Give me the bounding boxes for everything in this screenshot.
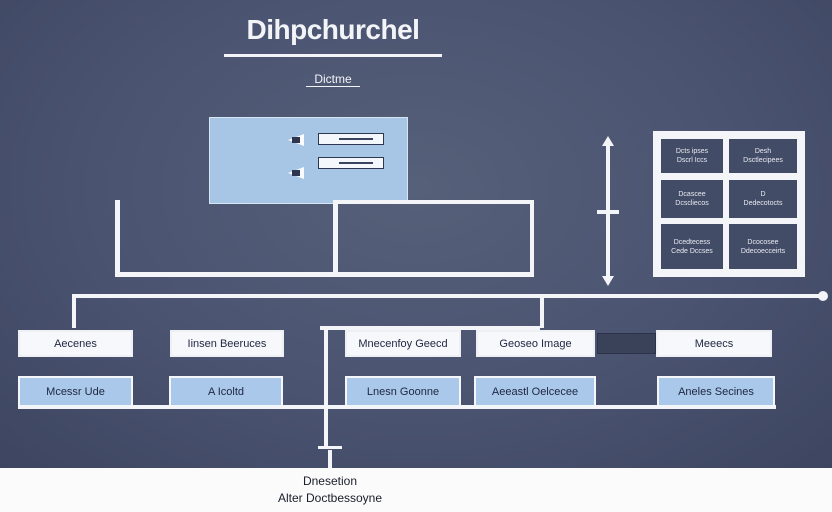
grid-cell-line: Dcts ipses (675, 148, 709, 155)
node-box: Mnecenfoy Geecd (345, 330, 461, 357)
connector-tick (318, 446, 342, 449)
connector-line (328, 450, 332, 468)
grid-cell-line: Dscrl Iccs (676, 157, 708, 164)
panel-field-1 (318, 133, 384, 145)
arrow-up-icon (602, 136, 614, 146)
grid-cell: D Dedecotocts (729, 180, 797, 218)
node-box: Iinsen Beeruces (170, 330, 284, 357)
panel-field-2 (318, 157, 384, 169)
grid-cell: Dcascee Dcscliecos (661, 180, 723, 218)
connector-line (530, 200, 534, 277)
footer-label: Dnesetion (302, 474, 358, 488)
arrow-down-icon (602, 276, 614, 286)
connector-line (540, 294, 544, 328)
node-box: Mcessr Ude (18, 376, 133, 408)
connector-line (333, 200, 338, 277)
node-box: Lnesn Goonne (345, 376, 461, 408)
info-grid: Dcts ipses Dscrl Iccs Desh Dsctlecipees … (653, 131, 805, 277)
connector-line (320, 326, 540, 330)
node-box-blank (597, 333, 656, 354)
grid-cell-line: Dcscliecos (675, 200, 709, 207)
grid-cell: Dcocosee Ddecoecceirts (729, 224, 797, 269)
grid-cell-line: D (760, 191, 766, 198)
bus-end-dot (818, 291, 828, 301)
grid-cell: Dcts ipses Dscrl Iccs (661, 139, 723, 173)
diagram-title: Dihpchurchel (246, 14, 420, 45)
grid-cell-line: Dcocosee (747, 238, 779, 246)
grid-cell-line: Dsctlecipees (743, 157, 783, 164)
grid-cell: Dcedtecess Cede Dccses (661, 224, 723, 269)
arrow-crossbar (597, 210, 619, 214)
grid-cell-line: Dcedtecess (673, 238, 711, 246)
grid-cell: Desh Dsctlecipees (729, 139, 797, 173)
grid-cell-line: Dedecotocts (743, 200, 783, 207)
node-box: Aeeastl Oelcecee (474, 376, 596, 408)
diagram-subtitle: Dictme (314, 72, 352, 86)
node-box: Aneles Secines (657, 376, 775, 408)
title-underline (224, 54, 442, 57)
bottom-bus-line (18, 405, 776, 409)
speaker-icon (288, 167, 304, 179)
connector-line (72, 294, 76, 328)
node-box: Geoseo Image (476, 330, 595, 357)
grid-cell-line: Cede Dccses (671, 247, 713, 255)
grid-cell-line: Ddecoecceirts (740, 247, 786, 255)
grid-cell-line: Dcascee (678, 191, 706, 198)
main-bus-line (72, 294, 824, 298)
node-box: Aecenes (18, 330, 133, 357)
footer-band (0, 468, 832, 512)
connector-line (115, 200, 120, 277)
node-box: A Icoltd (169, 376, 283, 408)
footer-label: Alter Doctbessoyne (277, 491, 383, 505)
grid-cell-line: Desh (754, 148, 772, 155)
node-box: Meeecs (656, 330, 772, 357)
connector-line (333, 200, 534, 204)
subtitle-underline (306, 86, 360, 87)
top-input-panel (209, 117, 408, 204)
speaker-icon (288, 134, 304, 146)
connector-line (324, 330, 328, 448)
connector-line (115, 272, 534, 277)
